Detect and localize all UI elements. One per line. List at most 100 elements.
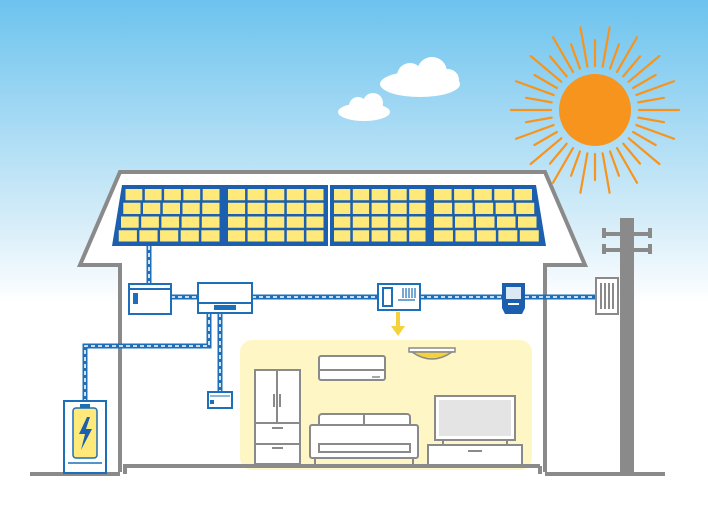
sun-ray: [637, 96, 666, 104]
solar-panel-array: [112, 185, 546, 246]
solar-cell: [390, 230, 407, 242]
sun-ray: [632, 73, 657, 90]
sun-ray: [529, 54, 563, 83]
solar-cell: [121, 216, 139, 228]
sun-ray: [514, 123, 555, 140]
solar-cell: [497, 216, 516, 228]
solar-cell: [267, 202, 285, 214]
sun-ray: [529, 137, 563, 166]
solar-cell: [306, 202, 324, 214]
sun-ray: [608, 43, 621, 70]
sun-ray: [601, 152, 611, 194]
air-conditioner: [318, 355, 386, 381]
distribution-board: [377, 283, 421, 311]
sun-ray: [622, 142, 642, 165]
solar-cell: [409, 202, 426, 214]
utility-pole: [602, 218, 652, 474]
solar-cell: [434, 216, 453, 228]
solar-cell: [519, 230, 539, 242]
ceiling-light: [408, 347, 456, 360]
solar-cell: [160, 230, 179, 242]
solar-cell: [139, 230, 158, 242]
solar-cell: [409, 189, 426, 201]
solar-panel: [224, 185, 328, 246]
solar-cell: [161, 216, 180, 228]
solar-cell: [228, 230, 246, 242]
battery-monitor: [207, 391, 233, 409]
sun-ray: [548, 55, 568, 78]
arrow-down-icon: [391, 312, 405, 336]
solar-cell: [371, 202, 388, 214]
solar-cell: [390, 202, 407, 214]
sofa: [309, 413, 419, 464]
solar-cell: [228, 189, 246, 201]
sun-ray: [524, 116, 553, 124]
solar-cell: [352, 230, 370, 242]
solar-cell: [334, 230, 351, 242]
solar-cell: [247, 189, 265, 201]
sun-ray: [627, 54, 661, 83]
sun-ray: [601, 26, 611, 68]
solar-cell: [334, 216, 351, 228]
solar-cell: [474, 189, 492, 201]
sun-ray: [635, 80, 676, 97]
solar-cell: [476, 230, 496, 242]
sun-ray: [615, 147, 639, 184]
solar-cell: [118, 230, 137, 242]
solar-cell: [306, 189, 324, 201]
solar-cell: [306, 216, 324, 228]
solar-cell: [516, 202, 535, 214]
solar-cell: [409, 230, 426, 242]
solar-cell: [476, 216, 495, 228]
sun-icon: [509, 26, 681, 194]
solar-cell: [494, 189, 512, 201]
solar-cell: [475, 202, 494, 214]
solar-cell: [334, 189, 351, 201]
sun-ray: [579, 26, 589, 68]
solar-cell: [334, 202, 351, 214]
solar-cell: [455, 216, 474, 228]
solar-cell: [202, 202, 220, 214]
sun-ray: [635, 123, 676, 140]
sun-ray: [622, 55, 642, 78]
sun-ray: [615, 36, 639, 73]
storage-battery: [63, 400, 107, 474]
wire-dash: [84, 313, 210, 401]
solar-cell: [454, 202, 473, 214]
solar-cell: [371, 230, 388, 242]
solar-cell: [390, 216, 407, 228]
solar-cell: [144, 189, 162, 201]
solar-cell: [518, 216, 537, 228]
solar-cell: [286, 189, 304, 201]
solar-cell: [182, 202, 200, 214]
solar-cell: [514, 189, 532, 201]
solar-cell: [286, 216, 304, 228]
solar-cell: [180, 230, 199, 242]
sun-ray: [569, 43, 582, 70]
solar-cell: [390, 189, 407, 201]
solar-cell: [125, 189, 143, 201]
sun-ray: [627, 137, 661, 166]
solar-cell: [143, 202, 161, 214]
solar-cell: [306, 230, 324, 242]
cloud-icon: [338, 93, 390, 121]
solar-cell: [123, 202, 141, 214]
solar-panel: [330, 185, 430, 246]
solar-cell: [371, 189, 388, 201]
solar-cell: [455, 230, 475, 242]
junction-box: [128, 283, 172, 315]
refrigerator: [254, 369, 301, 465]
solar-cell: [201, 216, 220, 228]
solar-cell: [434, 189, 452, 201]
solar-cell: [352, 202, 370, 214]
solar-cell: [286, 202, 304, 214]
solar-cell: [498, 230, 518, 242]
solar-cell: [183, 189, 201, 201]
sun-ray: [548, 142, 568, 165]
lightning-icon: [79, 417, 92, 450]
power-conditioner: [197, 282, 253, 314]
solar-cell: [267, 230, 285, 242]
solar-cell: [164, 189, 181, 201]
sun-ray: [632, 130, 657, 147]
